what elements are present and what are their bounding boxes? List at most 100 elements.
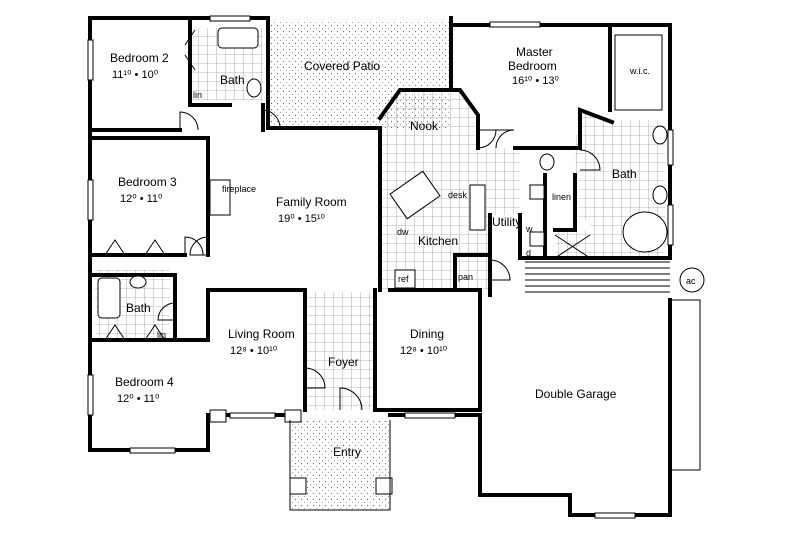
label-foyer: Foyer <box>328 355 359 369</box>
door-swing <box>339 387 363 411</box>
label-living-room: Living Room <box>228 327 295 341</box>
wall-garage <box>388 298 672 517</box>
label-lin-top: lin <box>193 90 202 100</box>
room-labels: Bedroom 2 11¹⁰ • 10⁰ Bath lin Covered Pa… <box>110 45 696 459</box>
label-entry: Entry <box>333 445 361 459</box>
wall-north-west <box>88 16 382 130</box>
label-ref: ref <box>398 274 409 284</box>
window <box>129 447 176 454</box>
wall-dining-east <box>388 288 482 412</box>
dims-family-room: 19⁰ • 15¹⁰ <box>278 213 326 225</box>
label-linen: linen <box>552 192 571 202</box>
label-bedroom4: Bedroom 4 <box>115 375 174 389</box>
bathtub <box>97 277 121 319</box>
label-bath-left: Bath <box>126 301 151 315</box>
toilet <box>129 275 147 289</box>
door-swing <box>489 259 511 281</box>
dims-bedroom3: 12⁰ • 11⁰ <box>120 193 163 205</box>
window <box>667 129 674 166</box>
garage-steps <box>525 261 670 293</box>
column <box>284 409 302 423</box>
closet-doors <box>184 29 196 71</box>
wall-bath-left <box>88 273 177 342</box>
dims-bedroom4: 12⁰ • 11⁰ <box>117 393 160 405</box>
label-lin-left: lin <box>157 330 166 340</box>
closet-tile <box>555 230 590 258</box>
toilet <box>246 78 262 98</box>
wall-utility <box>518 213 592 260</box>
label-nook: Nook <box>410 119 439 133</box>
bathtub <box>217 27 259 49</box>
label-desk: desk <box>448 190 468 200</box>
fixtures <box>97 27 705 511</box>
door-swing <box>477 129 497 149</box>
window <box>229 412 276 419</box>
toilet <box>539 153 555 171</box>
label-wic: w.i.c. <box>629 66 650 76</box>
windows <box>87 15 674 519</box>
door-swing <box>304 367 326 389</box>
closet-doors <box>104 239 166 256</box>
label-master-1: Master <box>516 45 553 59</box>
door-swing <box>189 236 209 256</box>
window <box>87 39 94 81</box>
column <box>289 477 307 495</box>
sink <box>652 185 668 205</box>
label-family-room: Family Room <box>276 195 347 209</box>
door-swing <box>184 236 204 256</box>
label-ac: ac <box>686 276 696 286</box>
label-master-bath: Bath <box>612 167 637 181</box>
door-swing <box>579 149 601 171</box>
refrigerator-box <box>394 269 416 289</box>
label-utility: Utility <box>492 215 521 229</box>
wall-bed3 <box>88 136 210 257</box>
label-bedroom2: Bedroom 2 <box>110 51 169 65</box>
label-pan: pan <box>458 272 473 282</box>
kitchen-island <box>389 170 441 220</box>
dims-dining: 12⁸ • 10¹⁰ <box>400 345 448 357</box>
label-garage: Double Garage <box>535 387 617 401</box>
wall-dining <box>373 288 482 412</box>
dims-bedroom2: 11¹⁰ • 10⁰ <box>112 69 159 81</box>
window <box>489 21 541 28</box>
label-w: w <box>525 224 533 234</box>
column <box>375 477 393 495</box>
window <box>87 374 94 416</box>
wall-bath-master <box>513 107 615 150</box>
wall-linen-east <box>553 173 577 232</box>
window <box>667 204 674 246</box>
floor-textures <box>95 20 665 510</box>
tub <box>622 211 668 253</box>
wall-bath-top <box>188 16 232 107</box>
window <box>404 412 456 419</box>
window <box>209 15 251 22</box>
entry-floor <box>290 420 390 510</box>
interior-walls <box>88 16 615 412</box>
garage-side-bump <box>670 299 701 471</box>
door-swing <box>157 302 176 321</box>
closet-x <box>554 234 591 259</box>
label-dw: dw <box>397 227 409 237</box>
wall-east <box>608 23 672 260</box>
wall-living <box>206 288 307 412</box>
window <box>87 179 94 221</box>
wall-nook <box>377 88 480 150</box>
wall-bed4-north <box>88 288 210 342</box>
dims-living-room: 12⁸ • 10¹⁰ <box>230 345 278 357</box>
ac-unit <box>679 267 705 293</box>
door-swing <box>495 129 515 149</box>
sink <box>652 125 668 145</box>
label-kitchen: Kitchen <box>418 234 458 248</box>
door-swing <box>179 111 199 131</box>
label-bedroom3: Bedroom 3 <box>118 175 177 189</box>
label-dining: Dining <box>410 327 444 341</box>
wic-outline <box>614 34 663 111</box>
doors <box>104 29 601 411</box>
dryer <box>529 231 545 247</box>
fireplace-hearth <box>209 179 231 216</box>
range <box>469 184 486 231</box>
label-bath-top: Bath <box>220 73 245 87</box>
dims-master: 16¹⁰ • 13⁰ <box>512 75 560 87</box>
label-fireplace: fireplace <box>222 184 256 194</box>
